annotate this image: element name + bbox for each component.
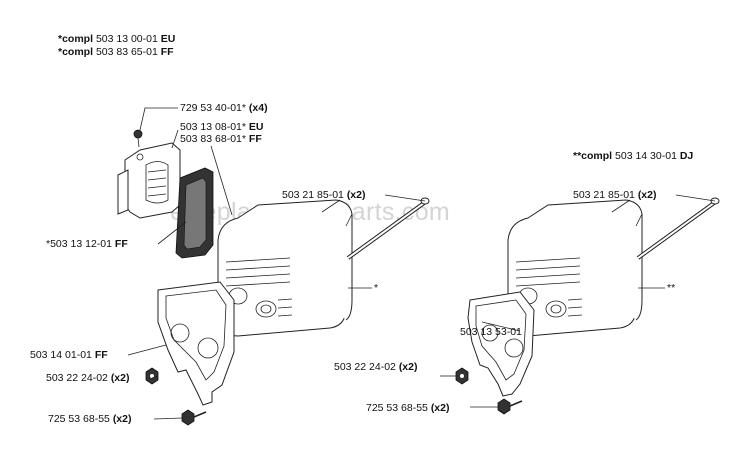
part-number: 503 83 68-01* [180, 133, 246, 145]
leader-bolt-right [675, 194, 716, 202]
label-screw-left: 725 53 68-55 (x2) [48, 413, 132, 425]
part-number: 503 21 85-01 [573, 189, 635, 201]
leader-screw-left [153, 417, 183, 420]
label-nut-left: 503 22 24-02 (x2) [46, 372, 130, 384]
part-suffix: FF [94, 349, 108, 361]
compl-prefix: *compl [58, 33, 94, 45]
part-qty: (x4) [248, 102, 268, 114]
compl-suffix: EU [160, 33, 176, 45]
compl-left-eu: *compl 503 13 00-01 EU [58, 33, 175, 45]
part-number: 725 53 68-55 [48, 413, 110, 425]
part-suffix: FF [248, 133, 262, 145]
part-number: 503 13 08-01* [180, 121, 246, 133]
part-qty: (x2) [637, 189, 657, 201]
part-qty: (x2) [110, 372, 130, 384]
leader-nut-left [151, 375, 159, 379]
bolt-right-drawing [636, 197, 720, 260]
label-cover-eu: 503 13 08-01* EU [180, 121, 264, 133]
leader-gasket-right [481, 321, 521, 332]
label-screen-ff: *503 13 12-01 FF [46, 238, 128, 250]
part-number: 503 22 24-02 [334, 361, 396, 373]
part-number: 725 53 68-55 [366, 402, 428, 414]
screw-right-drawing [497, 398, 523, 415]
compl-suffix: DJ [679, 150, 694, 162]
part-number: 729 53 40-01* [180, 102, 246, 114]
label-gasket-ff: 503 14 01-01 FF [30, 349, 108, 361]
part-number: *503 13 12-01 [46, 238, 112, 250]
gasket-right-drawing [467, 291, 535, 397]
leader-lines [127, 107, 716, 420]
part-number: 503 13 53-01 [460, 326, 522, 338]
leader-gasket-left [127, 344, 167, 356]
muffler-left-drawing [217, 199, 353, 337]
part-number: 503 21 85-01 [282, 189, 344, 201]
part-qty: (x2) [346, 189, 366, 201]
leader-cover-to-muffler [210, 145, 233, 216]
compl-suffix: FF [160, 46, 174, 58]
part-number: 503 22 24-02 [46, 372, 108, 384]
label-screw-right: 725 53 68-55 (x2) [366, 402, 450, 414]
label-gasket-right: 503 13 53-01 [460, 326, 522, 338]
label-screw-top: 729 53 40-01* (x4) [180, 102, 268, 114]
screw-left-drawing [181, 409, 207, 426]
label-nut-right: 503 22 24-02 (x2) [334, 361, 418, 373]
compl-prefix: **compl [573, 150, 613, 162]
screen-drawing [175, 167, 214, 259]
compl-prefix: *compl [58, 46, 94, 58]
leader-screen [157, 221, 187, 245]
leader-bolt-left [384, 194, 426, 202]
part-qty: (x2) [112, 413, 132, 425]
part-suffix: FF [114, 238, 128, 250]
nut-left-drawing [145, 367, 159, 385]
part-suffix: EU [248, 121, 264, 133]
leader-cover [171, 129, 179, 149]
muffler-right-drawing [507, 199, 643, 337]
label-muffler-right: ** [667, 282, 676, 294]
part-qty: (x2) [430, 402, 450, 414]
compl-number: 503 14 30-01 [615, 150, 677, 162]
spark-arrestor-cover-drawing [117, 142, 181, 219]
nut-right-drawing [455, 367, 469, 385]
compl-left-ff: *compl 503 83 65-01 FF [58, 46, 174, 58]
label-cover-ff: 503 83 68-01* FF [180, 133, 262, 145]
gasket-left-drawing [157, 281, 235, 406]
compl-number: 503 83 65-01 [95, 46, 158, 58]
compl-right-dj: **compl 503 14 30-01 DJ [573, 150, 693, 162]
compl-number: 503 13 00-01 [95, 33, 158, 45]
label-bolt-left: 503 21 85-01 (x2) [282, 189, 366, 201]
label-bolt-right: 503 21 85-01 (x2) [573, 189, 657, 201]
bolt-left-drawing [346, 197, 430, 260]
leader-screw-top [139, 107, 178, 131]
label-muffler-left: * [374, 282, 379, 294]
part-number: 503 14 01-01 [30, 349, 92, 361]
top-screw-drawing [133, 129, 143, 148]
part-qty: (x2) [398, 361, 418, 373]
